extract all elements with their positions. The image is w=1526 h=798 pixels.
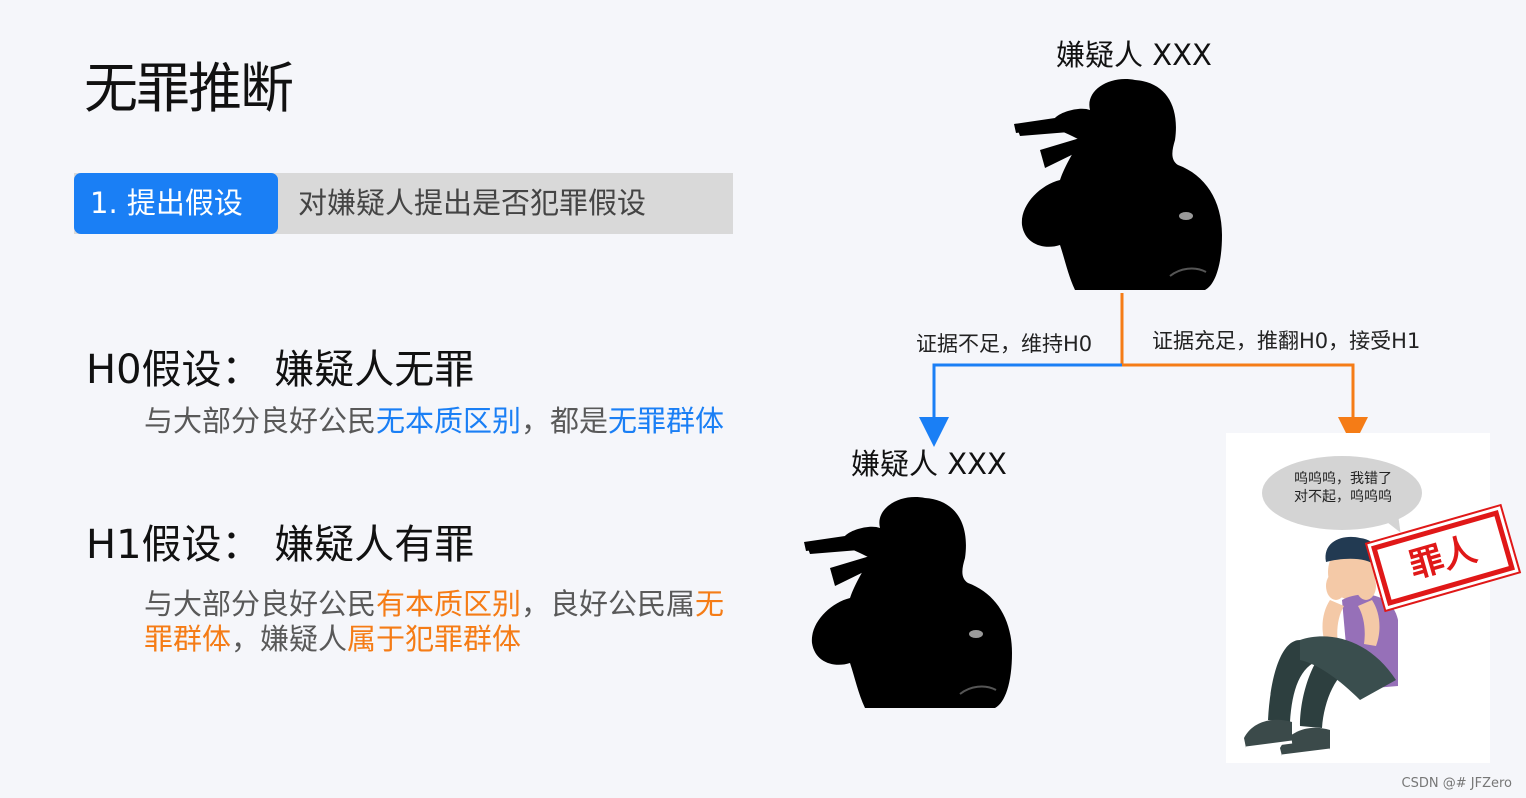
right-branch-arrow	[1122, 363, 1368, 447]
speech-bubble-icon	[1262, 456, 1422, 530]
description-segment: 无罪群体	[144, 587, 725, 656]
description-segment: 无罪群体	[608, 404, 725, 438]
top-node-label: 嫌疑人 XXX	[1056, 38, 1212, 72]
description-segment: ，良好公民属	[521, 587, 696, 621]
h1-heading: H1假设： 嫌疑人有罪	[86, 522, 475, 568]
description-segment: ，嫌疑人	[231, 622, 348, 656]
step-badge: 1. 提出假设	[74, 173, 278, 234]
description-segment: 与大部分良好公民	[144, 587, 377, 621]
left-branch-arrow	[919, 363, 1122, 447]
description-segment: 无本质区别	[376, 404, 522, 438]
h0-description: 与大部分良好公民无本质区别，都是无罪群体	[144, 404, 724, 439]
h0-heading: H0假设： 嫌疑人无罪	[86, 347, 475, 393]
description-segment: 与大部分良好公民	[144, 404, 377, 438]
suspect-silhouette-icon	[804, 497, 1012, 708]
right-branch-label: 证据充足，推翻H0，接受H1	[1152, 329, 1421, 353]
credit-watermark: CSDN @# JFZero	[1401, 776, 1512, 791]
description-segment: 有本质区别	[376, 587, 522, 621]
step-bar: 1. 提出假设 对嫌疑人提出是否犯罪假设	[74, 173, 733, 234]
speech-bubble-text: 呜呜呜，我错了 对不起，呜呜呜	[1294, 471, 1392, 505]
description-segment: ，都是	[521, 404, 609, 438]
step-description: 对嫌疑人提出是否犯罪假设	[298, 186, 647, 220]
left-branch-label: 证据不足，维持H0	[916, 332, 1093, 356]
description-segment: 属于犯罪群体	[347, 622, 522, 656]
suspect-silhouette-icon	[1014, 79, 1222, 291]
bottom-left-node-label: 嫌疑人 XXX	[851, 447, 1007, 481]
page-title: 无罪推断	[84, 57, 294, 120]
h1-description: 与大部分良好公民有本质区别，良好公民属无罪群体，嫌疑人属于犯罪群体	[144, 587, 744, 657]
